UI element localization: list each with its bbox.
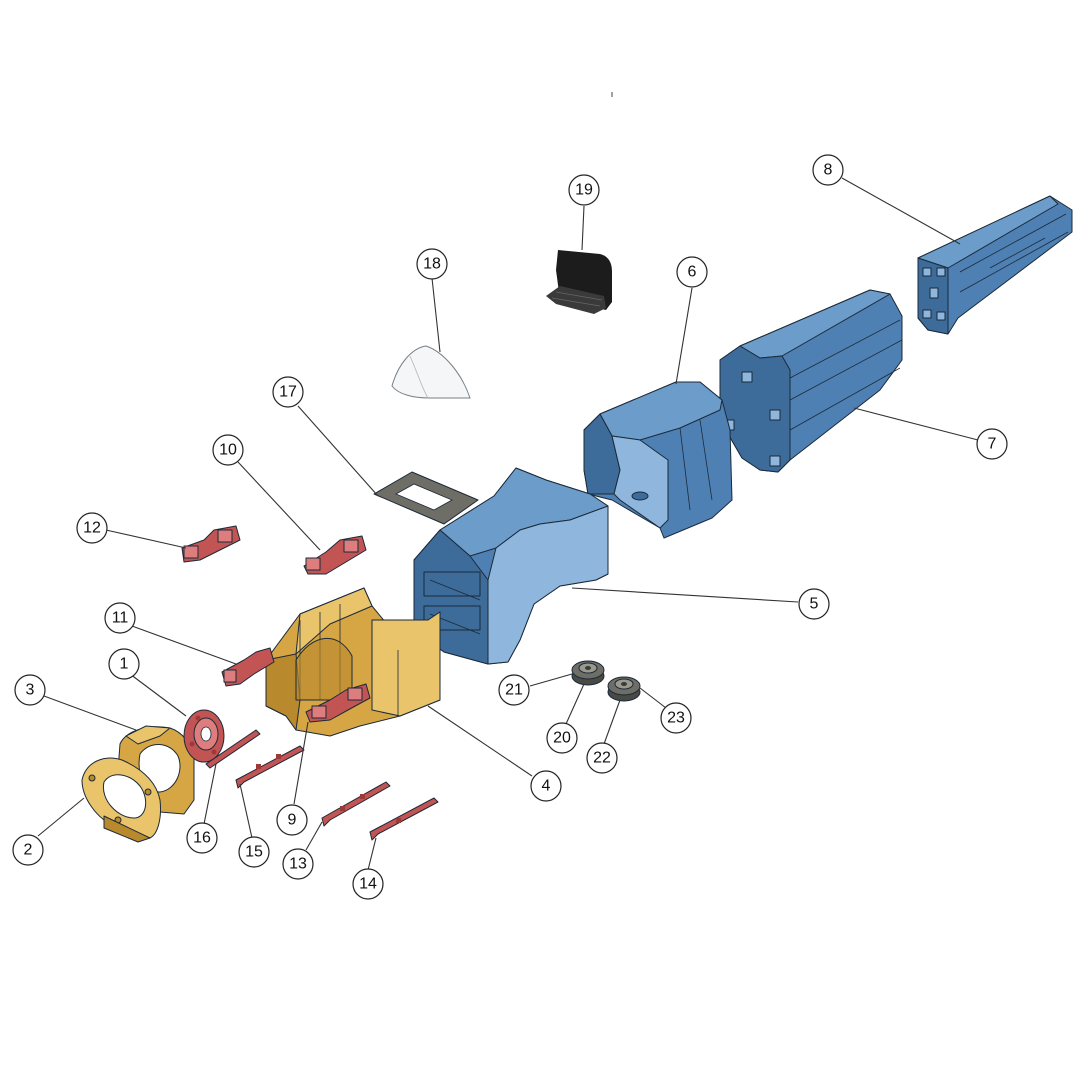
leader-6 — [675, 287, 693, 385]
leader-3 — [43, 695, 137, 731]
part-20-21-wheel — [571, 660, 605, 686]
callout-14-label: 14 — [359, 876, 377, 893]
part-7-rear-fuselage — [719, 289, 903, 473]
part-11-bracket — [221, 647, 275, 687]
leader-20 — [565, 683, 585, 725]
leader-12 — [105, 529, 187, 549]
callout-17: 17 — [272, 376, 304, 408]
callout-11: 11 — [104, 602, 136, 634]
callout-16-label: 16 — [193, 830, 211, 847]
callout-13-label: 13 — [289, 856, 307, 873]
part-5-mid-fuselage — [413, 467, 609, 665]
callout-11-label: 11 — [112, 610, 129, 627]
callout-2-label: 2 — [24, 842, 33, 859]
callout-23-label: 23 — [667, 710, 685, 727]
callout-8-label: 8 — [824, 162, 833, 179]
callout-10-label: 10 — [219, 442, 237, 459]
leader-14 — [367, 837, 377, 871]
callout-6: 6 — [676, 256, 708, 288]
leader-2 — [37, 797, 85, 837]
leader-1 — [129, 673, 187, 717]
callout-18-label: 18 — [423, 256, 441, 273]
callout-10: 10 — [212, 434, 244, 466]
callout-1: 1 — [108, 648, 140, 680]
callout-15-label: 15 — [245, 844, 263, 861]
callout-19-label: 19 — [575, 182, 593, 199]
leader-8 — [841, 177, 961, 245]
callout-21-label: 21 — [505, 682, 523, 699]
leader-22 — [603, 699, 621, 745]
callout-23: 23 — [660, 702, 692, 734]
callout-18: 18 — [416, 248, 448, 280]
callout-7: 7 — [976, 428, 1008, 460]
callout-2: 2 — [12, 834, 44, 866]
leader-18 — [431, 277, 441, 353]
callout-4-label: 4 — [542, 778, 551, 795]
leader-13 — [305, 821, 323, 851]
callout-17-label: 17 — [279, 384, 297, 401]
callout-20-label: 20 — [553, 730, 571, 747]
callout-20: 20 — [546, 722, 578, 754]
callout-9-label: 9 — [288, 812, 297, 829]
part-15-rail — [235, 745, 305, 789]
part-4-nose-section — [265, 587, 441, 737]
callout-22-label: 22 — [593, 750, 611, 767]
callout-12-label: 12 — [83, 520, 101, 537]
callout-4: 4 — [530, 770, 562, 802]
leader-4 — [427, 705, 533, 777]
callout-13: 13 — [282, 848, 314, 880]
callout-1-label: 1 — [120, 656, 129, 673]
callout-16: 16 — [186, 822, 218, 854]
leader-17 — [297, 405, 379, 497]
part-10-bracket — [303, 535, 367, 575]
callout-3-label: 3 — [26, 682, 35, 699]
callout-14: 14 — [352, 868, 384, 900]
leader-15 — [239, 783, 253, 839]
part-14-rail — [369, 797, 439, 841]
callouts: 1 2 3 4 5 6 7 8 9 10 11 12 13 14 15 16 1… — [12, 154, 1008, 900]
leader-7 — [853, 407, 979, 441]
callout-15: 15 — [238, 836, 270, 868]
part-22-23-wheel — [607, 676, 641, 702]
callout-5-label: 5 — [810, 596, 819, 613]
leader-23 — [639, 687, 667, 709]
part-12-bracket — [181, 525, 241, 563]
part-13-rail — [321, 781, 391, 827]
callout-19: 19 — [568, 174, 600, 206]
leader-9 — [293, 721, 309, 805]
callout-5: 5 — [798, 588, 830, 620]
part-18-canopy — [391, 345, 471, 399]
part-2-front-plate — [81, 757, 161, 843]
leader-11 — [131, 625, 237, 665]
leader-16 — [203, 763, 217, 825]
callout-21: 21 — [498, 674, 530, 706]
leader-21 — [529, 673, 573, 687]
part-17-frame-plate — [373, 471, 479, 525]
leader-10 — [237, 461, 321, 551]
part-8-tail-boom — [917, 195, 1073, 335]
part-1-motor-disk — [183, 709, 225, 763]
callout-3: 3 — [14, 674, 46, 706]
part-16-rail — [205, 729, 261, 769]
callout-6-label: 6 — [688, 264, 697, 281]
callout-8: 8 — [812, 154, 844, 186]
part-9-bracket — [305, 683, 371, 723]
callout-12: 12 — [76, 512, 108, 544]
leader-5 — [571, 587, 799, 603]
callout-7-label: 7 — [988, 436, 997, 453]
callout-9: 9 — [276, 804, 308, 836]
part-6-cockpit-rear — [583, 381, 733, 539]
callout-22: 22 — [586, 742, 618, 774]
leader-19 — [581, 205, 585, 251]
leader-lines — [37, 177, 979, 871]
part-19-seat — [546, 250, 612, 314]
